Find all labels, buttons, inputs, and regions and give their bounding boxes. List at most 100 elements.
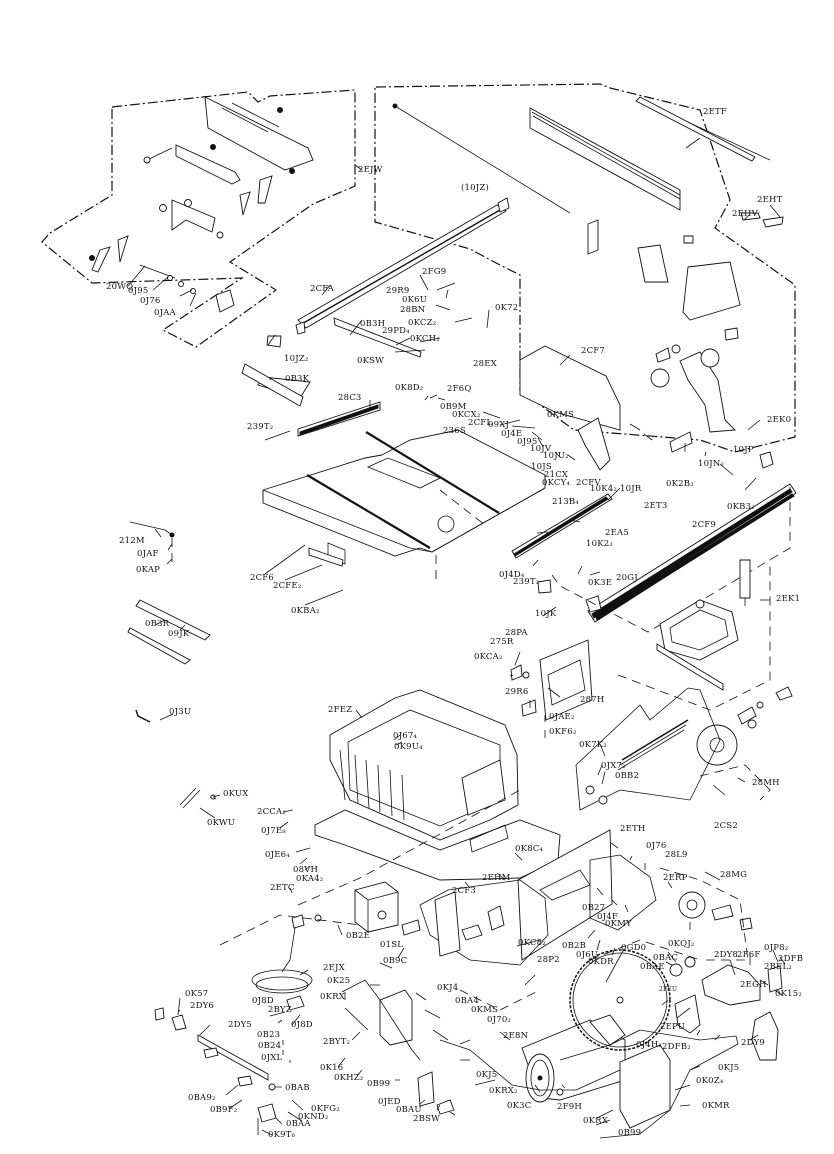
callout-0KBA2: 0KBA₂	[291, 606, 320, 616]
callout-28P2: 28P2	[537, 955, 560, 965]
callout-287H: 287H	[580, 695, 604, 705]
callout-0JX72: 0JX7₂	[601, 761, 626, 771]
callout-0J95-b: 0J95	[517, 437, 537, 447]
callout-2CF9: 2CF9	[692, 520, 716, 530]
callout-0JAA: 0JAA	[154, 308, 177, 318]
callout-10JZ: (10JZ)	[461, 182, 489, 193]
callout-2EA5: 2EA5	[605, 528, 629, 538]
callout-0B9F2: 0B9F₂	[210, 1105, 237, 1115]
callout-2BYT2: 2BYT₂	[323, 1037, 350, 1047]
callout-0JAF: 0JAF	[137, 549, 159, 559]
callout-10JP: 10JP	[733, 445, 754, 455]
callout-239T2-b: 239T₂	[513, 577, 539, 587]
callout-0KA42: 0KA4₂	[296, 874, 323, 884]
callout-2ETC: 2ETC	[270, 883, 295, 893]
callout-20WQ: 20WQ	[106, 282, 133, 292]
callout-10JV: 10JV	[530, 444, 552, 454]
callout-0JE64: 0JE6₄	[265, 850, 290, 860]
callout-2EPU: 2EPU	[660, 1022, 685, 1032]
callout-2DY8: 2DY8	[714, 950, 738, 960]
callout-239T2: 239T₂	[247, 422, 273, 432]
callout-28C3: 28C3	[338, 393, 362, 403]
callout-29R6: 29R6	[505, 687, 528, 697]
callout-0KJ5: 0KJ5	[476, 1070, 497, 1080]
leader-lines	[127, 137, 786, 1136]
callout-0J4F: 0J4F	[597, 912, 618, 922]
callout-10JK: 10JK	[535, 609, 557, 619]
base-cabinet	[127, 521, 783, 1139]
table-and-rails	[241, 197, 797, 801]
callout-0KHZ2: 0KHZ₂	[334, 1073, 363, 1083]
callout-0J8D-b: 0J8D	[291, 1020, 313, 1030]
callout-0B27: 0B27	[582, 903, 605, 913]
callout-2FG9: 2FG9	[422, 267, 446, 277]
callout-2EHM: 2EHM	[482, 873, 511, 883]
callout-0B3K: 0B3K	[285, 374, 310, 384]
callout-0B24: 0B24	[258, 1041, 281, 1051]
callout-0K9U4: 0K9U₄	[394, 742, 423, 752]
callout-2F9H: 2F9H	[557, 1102, 582, 1112]
callout-10JU2: 10JU₂	[543, 451, 569, 461]
callout-0JP82: 0JP8₂	[764, 943, 788, 953]
callout-2EJW: 2EJW	[358, 165, 383, 175]
callout-0KMY: 0KMY	[605, 919, 632, 929]
rip-fence-assembly	[374, 83, 796, 453]
callout-2F6F: 2F6F	[737, 950, 760, 960]
callout-2EK1: 2EK1	[776, 594, 800, 604]
callout-2FEZ: 2FEZ	[328, 705, 352, 715]
callout-20GJ: 20GJ	[616, 573, 638, 583]
callout-0J6U: 0J6U	[576, 950, 598, 960]
callout-10JR: 10JR	[620, 484, 642, 494]
callout-2EJX: 2EJX	[323, 963, 346, 973]
callout-2DFB: 2DFB	[778, 954, 803, 964]
callout-0KCY4: 0KCY₄	[542, 478, 570, 488]
callout-10JZ2: 10JZ₂	[284, 354, 309, 364]
callout-0KQJ2: 0KQJ₂	[668, 939, 695, 949]
callout-2CF7: 2CF7	[581, 346, 605, 356]
callout-0KC82: 0KC8₂	[518, 938, 546, 948]
callout-0BA4: 0BA4	[455, 996, 479, 1006]
callout-0B9C: 0B9C	[383, 956, 407, 966]
callout-0KRX2: 0KRX₂	[489, 1086, 518, 1096]
callout-0J674: 0J67₄	[393, 731, 417, 741]
callout-10K22: 10K2₂	[586, 539, 613, 549]
callout-0J4E: 0J4E	[501, 429, 522, 439]
callout-2CFV: 2CFV	[576, 478, 601, 488]
blade-guard-assembly	[41, 89, 356, 348]
callout-2BYZ: 2BYZ	[268, 1005, 292, 1015]
callout-0KCX2: 0KCX₂	[452, 410, 481, 420]
callout-28PA: 28PA	[505, 628, 528, 638]
callout-10JN2: 10JN₂	[698, 459, 724, 469]
callout-2BSW: 2BSW	[413, 1114, 440, 1124]
callout-01SL: 01SL	[380, 940, 403, 950]
callout-0B9M: 0B9M	[440, 402, 467, 412]
callout-0BB2: 0BB2	[615, 771, 639, 781]
callout-0K0Z4: 0K0Z₄	[696, 1076, 724, 1086]
callout-0KJ5-b: 0KJ5	[718, 1063, 739, 1073]
callout-0KCA2: 0KCA₂	[474, 652, 503, 662]
callout-0K8D2: 0K8D₂	[395, 383, 423, 393]
callout-08VH: 08VH	[293, 865, 318, 875]
callout-0BAC: 0BAC	[653, 953, 678, 963]
callout-2CCA2: 2CCA₂	[257, 807, 286, 817]
callout-0K16: 0K16	[320, 1063, 343, 1073]
callout-0B2B: 0B2B	[562, 941, 586, 951]
callout-0KSW: 0KSW	[357, 356, 384, 366]
callout-0KJ4: 0KJ4	[437, 983, 458, 993]
callout-2CS2: 2CS2	[714, 821, 738, 831]
callout-28MG: 28MG	[720, 870, 747, 880]
callout-2FEU: 2FEU	[659, 986, 677, 993]
callout-212M: 212M	[119, 536, 145, 546]
callout-2CFE2: 2CFE₂	[273, 581, 301, 591]
callout-0B2E: 0B2E	[346, 931, 370, 941]
callout-0B3R: 0B3R	[145, 619, 170, 629]
callout-0BAA: 0BAA	[286, 1119, 311, 1129]
callout-2EGH: 2EGH	[740, 980, 767, 990]
callout-2EHV: 2EHV	[732, 209, 759, 219]
callout-0KF62: 0KF6₂	[549, 727, 576, 737]
callout-2CFL: 2CFL	[468, 418, 492, 428]
callout-0GD0: 0GD0	[621, 943, 646, 953]
callout-29PD4: 29PD₄	[382, 326, 410, 336]
callout-10JS: 10JS	[531, 462, 552, 472]
